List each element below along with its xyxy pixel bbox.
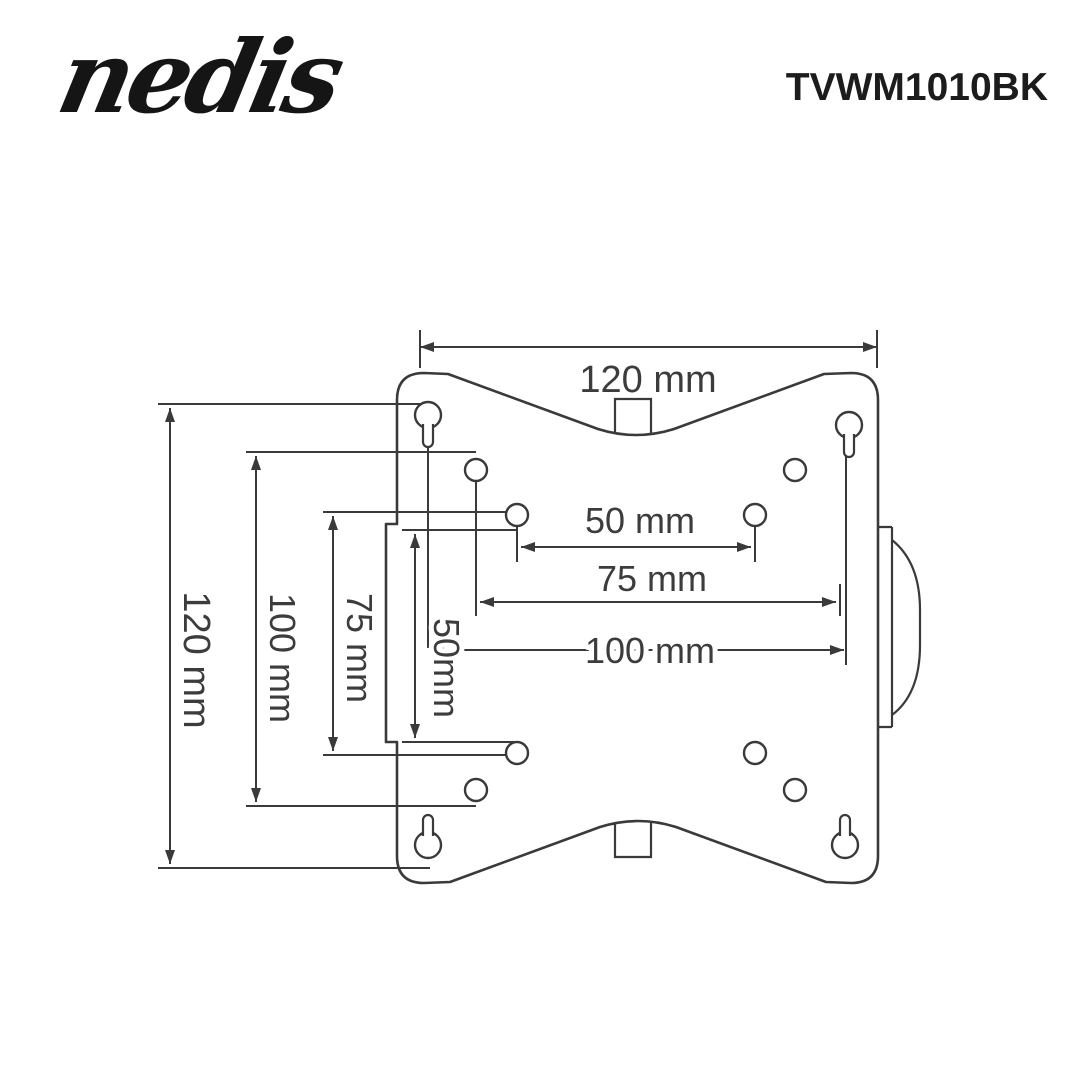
mounting-holes bbox=[413, 400, 864, 860]
label-height-120: 120 mm bbox=[175, 591, 217, 728]
label-vertical-50: 50mm bbox=[426, 618, 467, 718]
wall-bracket-bump bbox=[878, 525, 922, 729]
vesa100-hole-bottom-right bbox=[782, 777, 808, 803]
dim-left-50 bbox=[402, 529, 517, 743]
vesa75-hole-bottom-left bbox=[504, 740, 530, 766]
label-horizontal-75: 75 mm bbox=[597, 558, 707, 599]
vesa75-hole-top-right bbox=[742, 502, 768, 528]
corner-slot-bottom-right bbox=[838, 813, 852, 836]
brand-logo: nedis bbox=[49, 18, 353, 136]
dim-left-120 bbox=[158, 403, 430, 869]
corner-slot-bottom-left bbox=[421, 813, 435, 836]
dimension-lines bbox=[158, 330, 878, 869]
bottom-center-tab bbox=[613, 822, 653, 859]
label-horizontal-100: 100 mm bbox=[585, 630, 715, 671]
vesa75-hole-bottom-right bbox=[742, 740, 768, 766]
vesa100-hole-bottom-left bbox=[463, 777, 489, 803]
top-center-tab bbox=[613, 397, 653, 434]
corner-slot-top-right bbox=[842, 434, 856, 459]
corner-slot-top-left bbox=[421, 424, 435, 449]
vesa75-hole-top-left bbox=[504, 502, 530, 528]
dim-mid-100 bbox=[427, 430, 847, 665]
label-horizontal-50: 50 mm bbox=[585, 500, 695, 541]
label-width-120: 120 mm bbox=[579, 359, 716, 401]
vesa100-hole-top-right bbox=[782, 457, 808, 483]
vesa100-hole-top-left bbox=[463, 457, 489, 483]
product-code: TVWM1010BK bbox=[786, 66, 1048, 109]
dimension-labels: 120 mm 120 mm 100 mm 75 mm 50mm 50 mm 75… bbox=[170, 354, 722, 734]
dim-left-100 bbox=[246, 451, 476, 807]
dim-mid-50 bbox=[516, 526, 756, 562]
brand-logo-text: nedis bbox=[49, 18, 353, 136]
dim-top-120 bbox=[419, 330, 878, 368]
label-vertical-100: 100 mm bbox=[262, 593, 303, 723]
label-vertical-75: 75 mm bbox=[339, 593, 380, 703]
dim-mid-75 bbox=[475, 482, 841, 616]
